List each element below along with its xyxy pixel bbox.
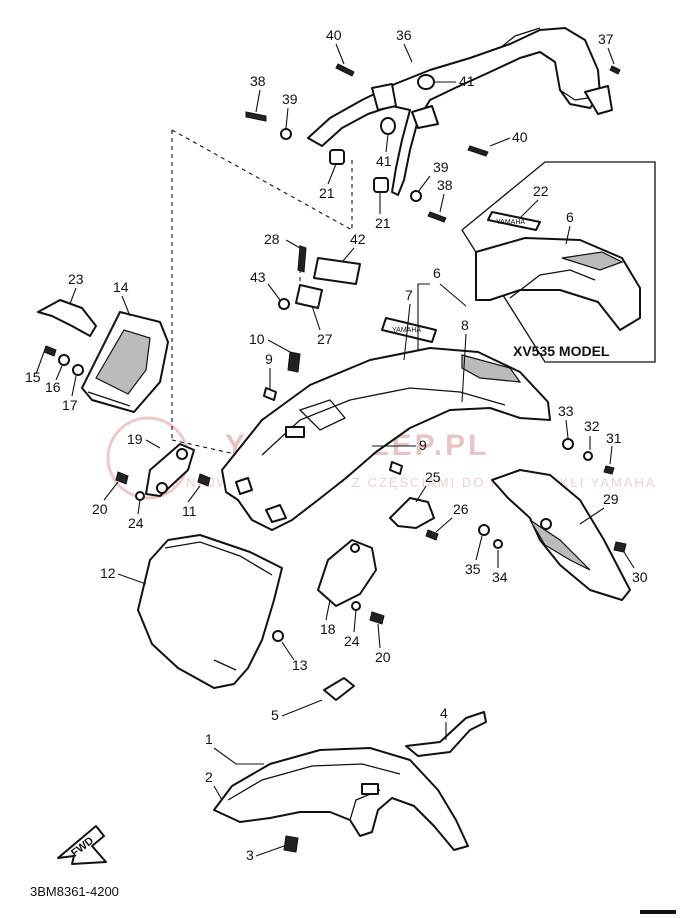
callout-36: 36 xyxy=(396,27,412,43)
tail-light-lens xyxy=(37,299,97,337)
callout-8: 8 xyxy=(461,317,469,333)
callout-9-b: 9 xyxy=(419,437,427,453)
callout-34: 34 xyxy=(492,569,508,585)
callout-7: 7 xyxy=(405,287,413,303)
inset-logo-text: YAMAHA xyxy=(496,219,525,226)
rear-fender: YAMAHA xyxy=(221,317,551,531)
callout-21: 21 xyxy=(319,185,335,201)
callout-6-b: 6 xyxy=(433,265,441,281)
callout-30: 30 xyxy=(632,569,648,585)
callout-5: 5 xyxy=(271,707,279,723)
tail-light xyxy=(37,299,169,413)
callout-3: 3 xyxy=(246,847,254,863)
inset-model-label: XV535 MODEL xyxy=(513,343,610,359)
callout-13: 13 xyxy=(292,657,308,673)
callout-27: 27 xyxy=(317,331,333,347)
side-cover-body xyxy=(491,469,631,601)
callout-21-b: 21 xyxy=(375,215,391,231)
callout-25: 25 xyxy=(425,469,441,485)
inner-fender-body xyxy=(137,534,283,689)
callout-24: 24 xyxy=(128,515,144,531)
callout-40: 40 xyxy=(326,27,342,43)
callout-18: 18 xyxy=(320,621,336,637)
callout-40-b: 40 xyxy=(512,129,528,145)
callout-6: 6 xyxy=(566,209,574,225)
callout-41: 41 xyxy=(459,73,475,89)
inset-border xyxy=(461,161,656,363)
callouts: 1 2 3 4 5 6 6 7 8 9 9 10 11 xyxy=(25,27,648,863)
callout-1: 1 xyxy=(205,731,213,747)
bracket-left xyxy=(115,443,211,501)
fwd-arrow: FWD xyxy=(57,825,107,865)
callout-41-b: 41 xyxy=(376,153,392,169)
callout-9: 9 xyxy=(265,351,273,367)
callout-14: 14 xyxy=(113,279,129,295)
callout-20: 20 xyxy=(92,501,108,517)
callout-38-b: 38 xyxy=(437,177,453,193)
grab-bar-assembly xyxy=(245,27,621,223)
callout-4: 4 xyxy=(440,705,448,721)
cover-plate xyxy=(317,539,385,625)
callout-20-b: 20 xyxy=(375,649,391,665)
callout-28: 28 xyxy=(264,231,280,247)
xv535-model-inset: YAMAHA XV535 MODEL xyxy=(461,161,656,363)
fwd-arrow-icon xyxy=(57,825,107,865)
callout-39-b: 39 xyxy=(433,159,449,175)
callout-32: 32 xyxy=(584,418,600,434)
grab-bar xyxy=(307,27,601,196)
callout-43: 43 xyxy=(250,269,266,285)
callout-12: 12 xyxy=(100,565,116,581)
callout-15: 15 xyxy=(25,369,41,385)
callout-35: 35 xyxy=(465,561,481,577)
callout-38: 38 xyxy=(250,73,266,89)
callout-10: 10 xyxy=(249,331,265,347)
callout-42: 42 xyxy=(350,231,366,247)
inner-rear-fender xyxy=(137,534,284,689)
callout-37: 37 xyxy=(598,31,614,47)
guide-lines xyxy=(171,129,353,461)
callout-2: 2 xyxy=(205,769,213,785)
callout-23: 23 xyxy=(68,271,84,287)
callout-19: 19 xyxy=(127,431,143,447)
center-bracket xyxy=(263,351,439,541)
rear-side-cover xyxy=(478,438,631,601)
callout-16: 16 xyxy=(45,379,61,395)
callout-29: 29 xyxy=(603,491,619,507)
front-fender xyxy=(213,677,487,853)
front-fender-body xyxy=(213,747,469,851)
callout-22: 22 xyxy=(533,183,549,199)
callout-26: 26 xyxy=(453,501,469,517)
callout-24-b: 24 xyxy=(344,633,360,649)
callout-31: 31 xyxy=(606,430,622,446)
part-code: 3BM8361-4200 xyxy=(30,884,119,899)
rear-fender-body xyxy=(221,347,551,531)
reflector-assembly xyxy=(278,245,361,310)
callout-39: 39 xyxy=(282,91,298,107)
callout-11: 11 xyxy=(182,503,197,519)
callout-33: 33 xyxy=(558,403,574,419)
corner-mark xyxy=(640,910,676,914)
callout-17: 17 xyxy=(62,397,78,413)
